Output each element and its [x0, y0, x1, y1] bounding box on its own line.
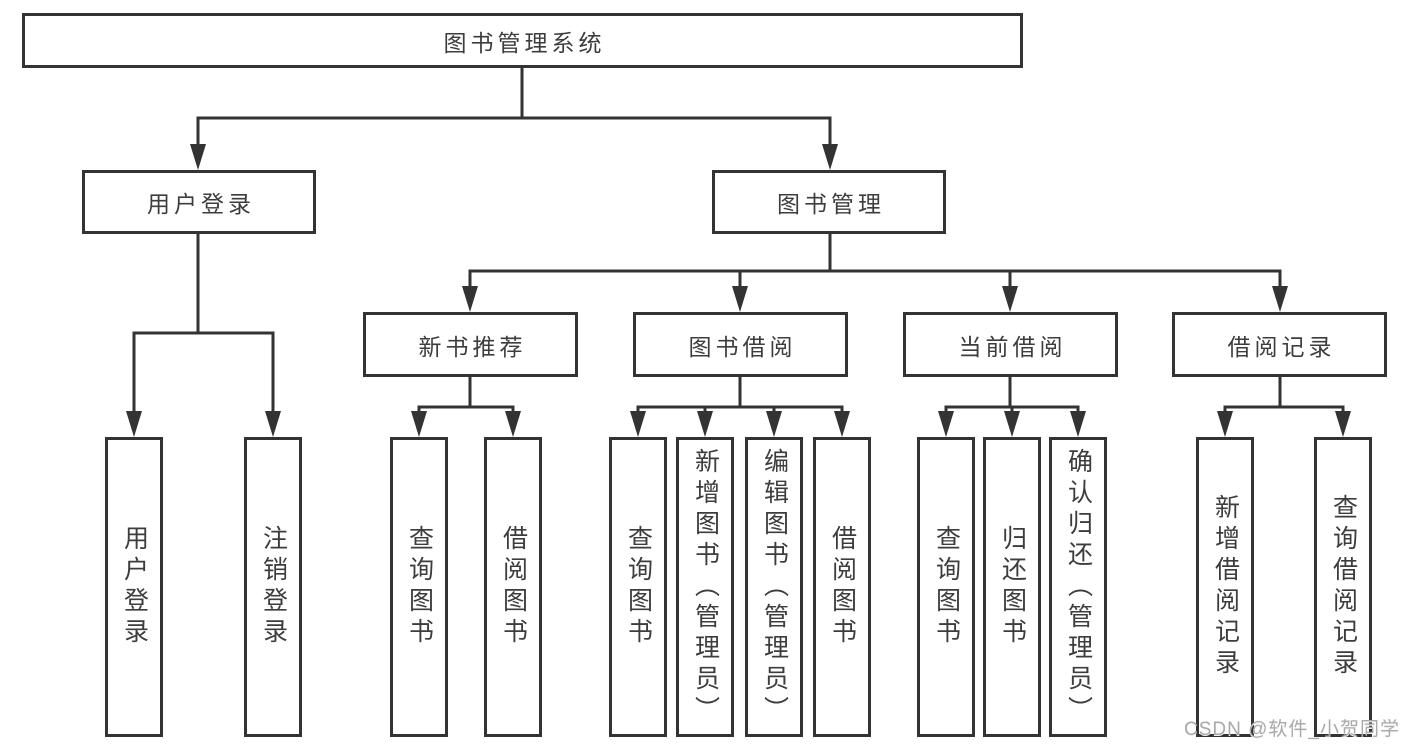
leaf-add-books-admin: 新增图书（管理员） — [676, 437, 734, 737]
node-book-borrow: 图书借阅 — [633, 312, 848, 377]
node-user-login: 用户登录 — [82, 170, 316, 234]
node-book-management: 图书管理 — [712, 170, 946, 234]
csdn-watermark: CSDN @软件_小贺同学 — [1184, 719, 1400, 740]
leaf-logout: 注销登录 — [244, 437, 302, 737]
leaf-edit-books-admin: 编辑图书（管理员） — [745, 437, 803, 737]
leaf-query-books-recommend: 查询图书 — [390, 437, 448, 737]
leaf-query-borrow-record: 查询借阅记录 — [1314, 437, 1372, 737]
leaf-user-login: 用户登录 — [105, 437, 163, 737]
leaf-query-books-borrow: 查询图书 — [609, 437, 667, 737]
node-library-system: 图书管理系统 — [22, 13, 1023, 68]
node-new-book-recommend: 新书推荐 — [363, 312, 578, 377]
leaf-query-books-current: 查询图书 — [917, 437, 975, 737]
leaf-borrow-books: 借阅图书 — [813, 437, 871, 737]
leaf-confirm-return-admin: 确认归还（管理员） — [1049, 437, 1107, 737]
node-borrow-records: 借阅记录 — [1172, 312, 1387, 377]
leaf-borrow-books-recommend: 借阅图书 — [484, 437, 542, 737]
leaf-return-books: 归还图书 — [983, 437, 1041, 737]
leaf-add-borrow-record: 新增借阅记录 — [1196, 437, 1254, 737]
node-current-borrow: 当前借阅 — [903, 312, 1118, 377]
